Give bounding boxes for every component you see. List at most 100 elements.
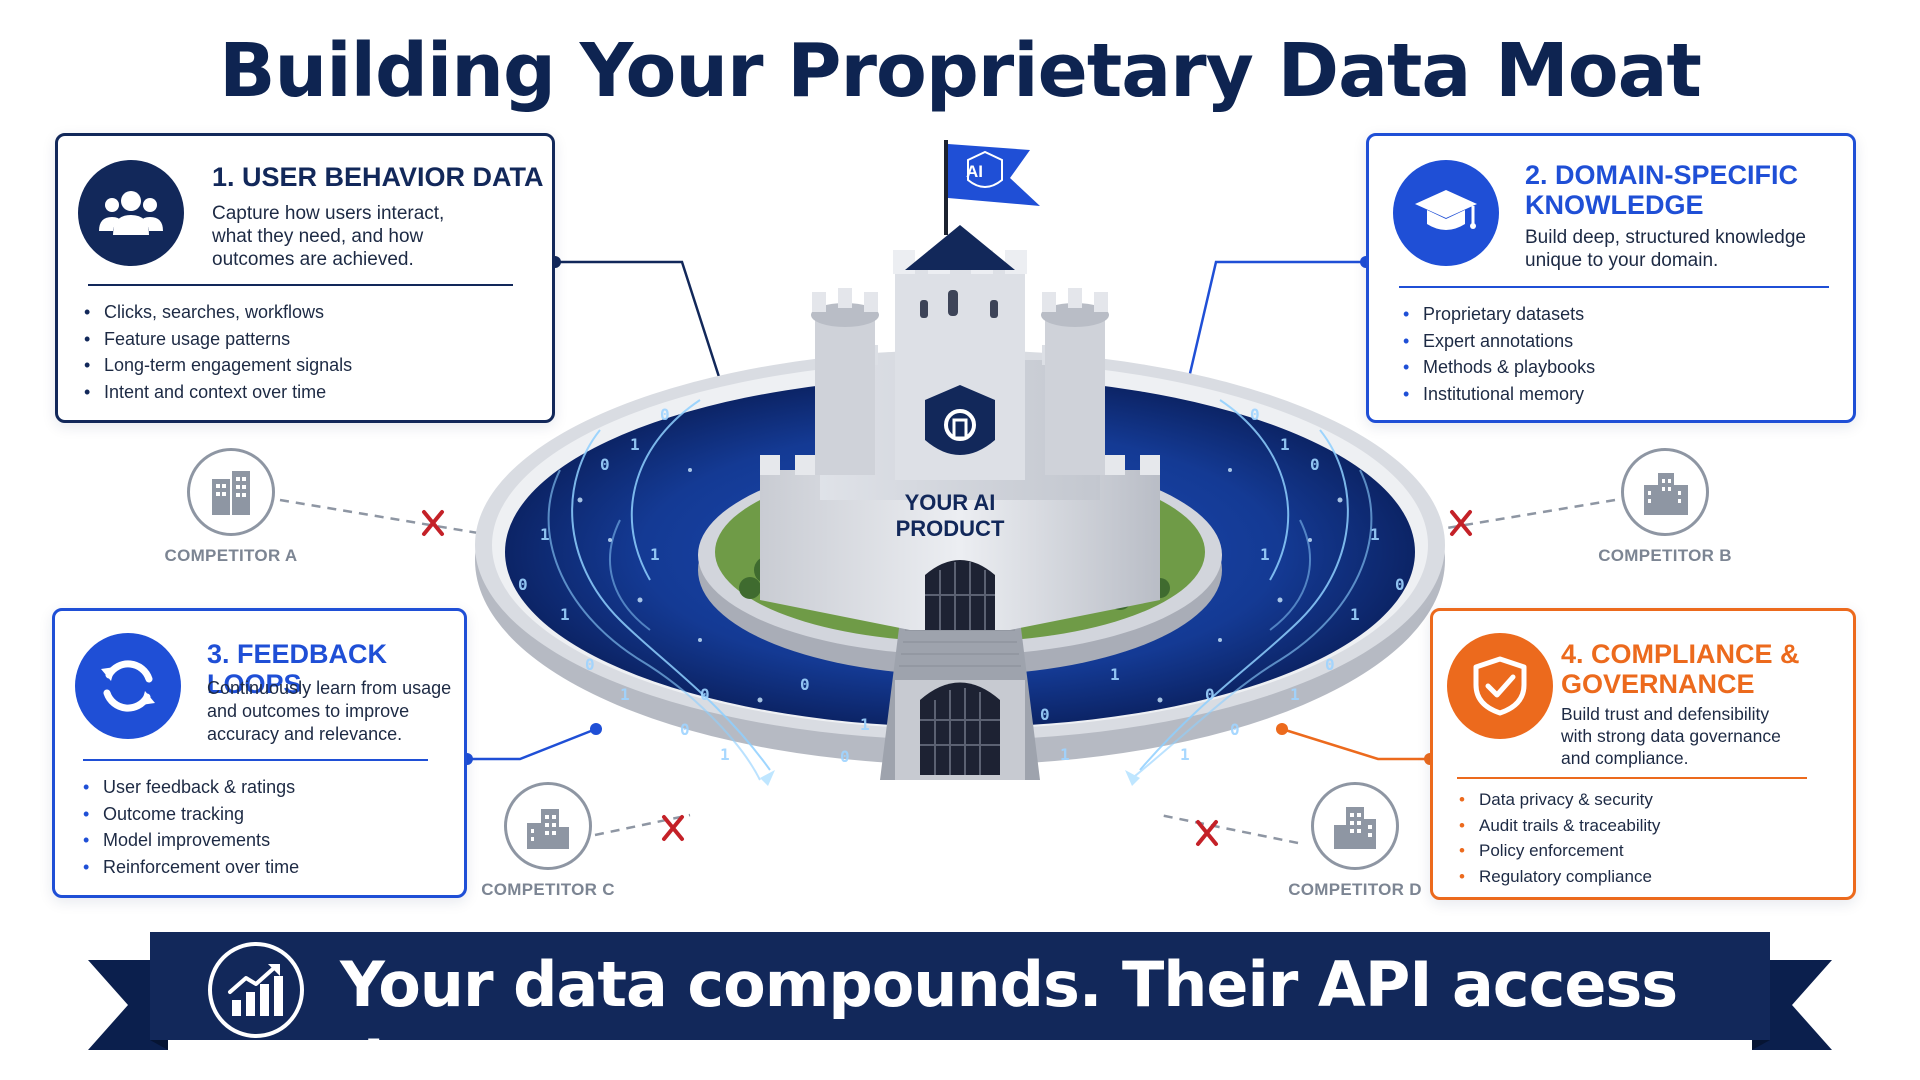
card-heading: 3. FEEDBACK LOOPS	[207, 639, 388, 699]
desc-line: unique to your domain.	[1525, 250, 1719, 271]
svg-text:0: 0	[700, 685, 710, 704]
castle-label-line-2: PRODUCT	[895, 516, 1005, 541]
desc-line: Continuously learn from usage	[207, 678, 452, 698]
svg-text:0: 0	[1205, 685, 1215, 704]
building-icon	[187, 448, 275, 536]
svg-text:1: 1	[1370, 525, 1380, 544]
card-heading: 1. USER BEHAVIOR DATA	[212, 162, 544, 192]
svg-text:1: 1	[860, 715, 870, 734]
card-heading: 2. DOMAIN-SPECIFIC KNOWLEDGE	[1525, 160, 1798, 220]
building-icon	[504, 782, 592, 870]
list-item: Methods & playbooks	[1399, 354, 1595, 381]
divider	[83, 759, 428, 761]
svg-text:0: 0	[585, 655, 595, 674]
card-list: User feedback & ratings Outcome tracking…	[79, 774, 299, 880]
svg-text:1: 1	[1350, 605, 1360, 624]
desc-line: Capture how users interact,	[212, 203, 445, 224]
list-item: Institutional memory	[1399, 381, 1595, 408]
competitor-label: COMPETITOR C	[481, 880, 615, 899]
svg-text:1: 1	[720, 745, 730, 764]
list-item: Regulatory compliance	[1455, 864, 1660, 890]
card-description: Capture how users interact, what they ne…	[212, 202, 444, 271]
card-list: Clicks, searches, workflows Feature usag…	[80, 299, 352, 405]
heading-line: 4. COMPLIANCE &	[1561, 639, 1800, 669]
list-item: Data privacy & security	[1455, 787, 1660, 813]
card-feedback-loops: 3. FEEDBACK LOOPS Continuously learn fro…	[52, 608, 467, 898]
card-heading: 4. COMPLIANCE & GOVERNANCE	[1561, 639, 1800, 699]
svg-text:1: 1	[540, 525, 550, 544]
desc-line: and compliance.	[1561, 748, 1689, 768]
refresh-icon	[75, 633, 181, 739]
building-icon	[1621, 448, 1709, 536]
users-icon	[78, 160, 184, 266]
binary-digits: 101 010 010 101 101 010 010 101 011 010	[518, 405, 1405, 766]
heading-line: 2. DOMAIN-SPECIFIC	[1525, 160, 1799, 190]
desc-line: with strong data governance	[1561, 726, 1781, 746]
svg-text:1: 1	[1110, 665, 1120, 684]
card-compliance-governance: 4. COMPLIANCE & GOVERNANCE Build trust a…	[1430, 608, 1856, 900]
building-icon	[1311, 782, 1399, 870]
shield-check-icon	[1447, 633, 1553, 739]
svg-text:0: 0	[1310, 455, 1320, 474]
desc-line: what they need, and how	[212, 226, 424, 247]
svg-text:0: 0	[1250, 405, 1260, 424]
list-item: Long-term engagement signals	[80, 352, 352, 379]
svg-text:0: 0	[680, 720, 690, 739]
svg-text:0: 0	[800, 675, 810, 694]
svg-text:0: 0	[1395, 575, 1405, 594]
svg-text:0: 0	[1040, 705, 1050, 724]
list-item: Audit trails & traceability	[1455, 813, 1660, 839]
card-description: Continuously learn from usage and outcom…	[207, 677, 451, 746]
growth-chart-icon	[208, 942, 304, 1038]
desc-line: outcomes are achieved.	[212, 249, 414, 270]
list-item: Feature usage patterns	[80, 326, 352, 353]
svg-text:1: 1	[1280, 435, 1290, 454]
heading-line: GOVERNANCE	[1561, 669, 1755, 699]
svg-text:0: 0	[600, 455, 610, 474]
svg-text:1: 1	[630, 435, 640, 454]
svg-text:1: 1	[1290, 685, 1300, 704]
svg-text:0: 0	[1230, 720, 1240, 739]
card-description: Build deep, structured knowledge unique …	[1525, 226, 1806, 272]
svg-text:1: 1	[1260, 545, 1270, 564]
svg-text:0: 0	[660, 405, 670, 424]
graduation-cap-icon	[1393, 160, 1499, 266]
competitor-label: COMPETITOR B	[1598, 546, 1732, 565]
desc-line: Build deep, structured knowledge	[1525, 227, 1806, 248]
divider	[1399, 286, 1829, 288]
list-item: User feedback & ratings	[79, 774, 299, 801]
bottom-banner	[88, 932, 1832, 1050]
competitor-b: COMPETITOR B	[1580, 448, 1750, 566]
svg-text:1: 1	[560, 605, 570, 624]
card-user-behavior-data: 1. USER BEHAVIOR DATA Capture how users …	[55, 133, 555, 423]
data-streams	[547, 399, 1373, 781]
svg-text:1: 1	[1060, 745, 1070, 764]
competitor-a: COMPETITOR A	[146, 448, 316, 566]
list-item: Reinforcement over time	[79, 854, 299, 881]
card-list: Data privacy & security Audit trails & t…	[1455, 787, 1660, 889]
list-item: Outcome tracking	[79, 801, 299, 828]
list-item: Model improvements	[79, 827, 299, 854]
heading-line: KNOWLEDGE	[1525, 190, 1704, 220]
desc-line: and outcomes to improve	[207, 701, 410, 721]
svg-text:0: 0	[1325, 655, 1335, 674]
list-item: Expert annotations	[1399, 328, 1595, 355]
svg-text:1: 1	[650, 545, 660, 564]
divider	[88, 284, 513, 286]
competitor-label: COMPETITOR D	[1288, 880, 1422, 899]
competitor-d: COMPETITOR D	[1270, 782, 1440, 900]
competitor-label: COMPETITOR A	[164, 546, 298, 565]
desc-line: accuracy and relevance.	[207, 724, 403, 744]
banner-slogan: Your data compounds. Their API access do…	[340, 948, 1678, 1080]
svg-text:0: 0	[840, 747, 850, 766]
castle-label-line-1: YOUR AI	[904, 490, 996, 515]
svg-text:0: 0	[518, 575, 528, 594]
card-domain-specific-knowledge: 2. DOMAIN-SPECIFIC KNOWLEDGE Build deep,…	[1366, 133, 1856, 423]
list-item: Proprietary datasets	[1399, 301, 1595, 328]
svg-text:1: 1	[1180, 745, 1190, 764]
divider	[1457, 777, 1807, 779]
competitor-c: COMPETITOR C	[463, 782, 633, 900]
desc-line: Build trust and defensibility	[1561, 704, 1770, 724]
list-item: Policy enforcement	[1455, 838, 1660, 864]
